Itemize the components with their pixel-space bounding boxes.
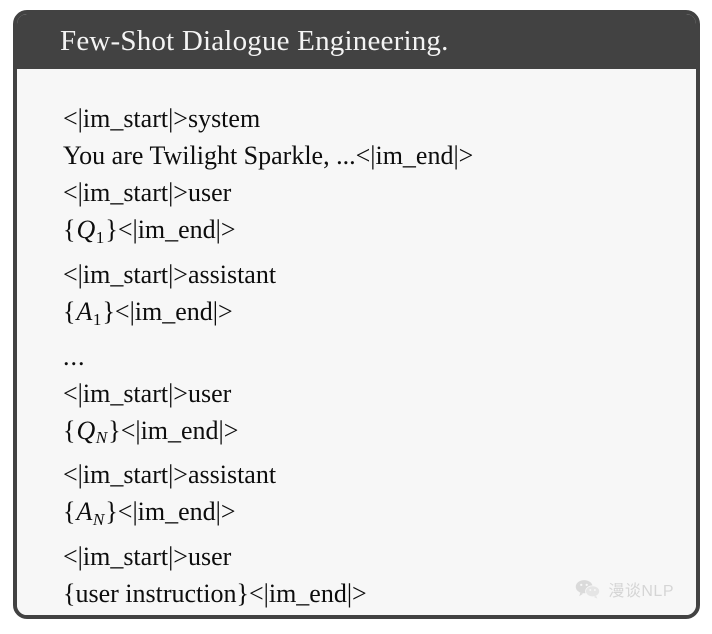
math-open-brace: { bbox=[63, 415, 76, 445]
dialogue-line: ... bbox=[63, 341, 86, 371]
dialogue-line: {QN}<|im_end|> bbox=[63, 412, 676, 457]
dialogue-line: <|im_start|>assistant bbox=[63, 460, 277, 490]
dialogue-line: {A1}<|im_end|> bbox=[63, 293, 676, 338]
watermark: 漫谈NLP bbox=[575, 577, 674, 601]
math-subscript: 1 bbox=[92, 309, 102, 329]
card-header: Few-Shot Dialogue Engineering. bbox=[17, 14, 696, 69]
math-suffix: }<|im_end|> bbox=[102, 296, 233, 326]
dialogue-line: {AN}<|im_end|> bbox=[63, 493, 676, 538]
math-subscript: 1 bbox=[95, 227, 105, 247]
math-suffix: }<|im_end|> bbox=[105, 215, 236, 244]
math-open-brace: { bbox=[63, 215, 76, 244]
dialogue-line: <|im_start|>user bbox=[63, 178, 232, 207]
watermark-text: 漫谈NLP bbox=[608, 583, 674, 600]
math-variable: Q bbox=[76, 215, 96, 244]
math-subscript: N bbox=[95, 428, 108, 448]
dialogue-line: <|im_start|>system bbox=[63, 104, 261, 133]
figure-card: Few-Shot Dialogue Engineering. <|im_star… bbox=[13, 10, 700, 619]
math-open-brace: { bbox=[63, 296, 76, 326]
dialogue-line: {Q1}<|im_end|> bbox=[63, 211, 676, 256]
math-variable: A bbox=[76, 296, 93, 326]
dialogue-line: <|im_start|>assistant bbox=[63, 259, 277, 289]
math-suffix: }<|im_end|> bbox=[108, 415, 239, 445]
dialogue-line: {user instruction}<|im_end|> bbox=[63, 579, 367, 609]
math-variable: Q bbox=[76, 415, 96, 445]
dialogue-line: <|im_start|>user bbox=[63, 378, 232, 408]
math-suffix: }<|im_end|> bbox=[105, 497, 236, 527]
dialogue-line: You are Twilight Sparkle, ...<|im_end|> bbox=[63, 141, 474, 170]
dialogue-line: <|im_start|>user bbox=[63, 542, 232, 572]
math-open-brace: { bbox=[63, 497, 76, 527]
math-subscript: N bbox=[92, 510, 105, 530]
math-variable: A bbox=[76, 497, 93, 527]
page-title: Few-Shot Dialogue Engineering. bbox=[60, 25, 449, 57]
wechat-icon bbox=[575, 579, 601, 599]
